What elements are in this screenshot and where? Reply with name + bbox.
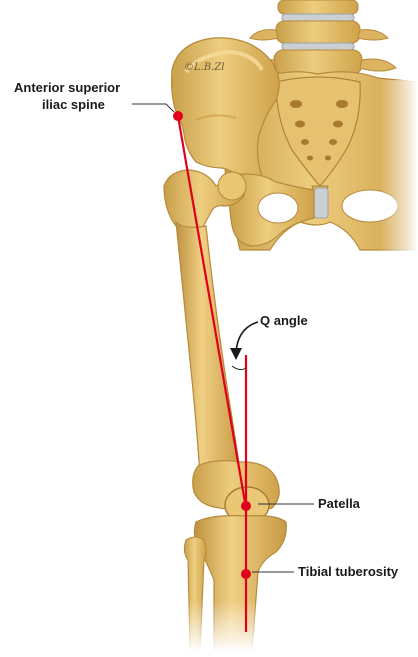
- asis-point: [173, 111, 183, 121]
- tibial-tuberosity-point: [241, 569, 251, 579]
- artist-signature: ©L.B.Zl: [184, 62, 225, 73]
- tibia-fibula: [170, 516, 310, 652]
- asis-label-line1: Anterior superior: [14, 80, 120, 95]
- tibial-tuberosity-label: Tibial tuberosity: [298, 564, 398, 579]
- asis-label-line2: iliac spine: [42, 97, 105, 112]
- q-angle-label: Q angle: [260, 313, 308, 328]
- q-angle-arc: [232, 366, 246, 370]
- patella-label: Patella: [318, 496, 360, 511]
- asis-leader-line: [132, 104, 174, 112]
- patella-center-point: [241, 501, 251, 511]
- q-angle-arrow: [230, 322, 258, 360]
